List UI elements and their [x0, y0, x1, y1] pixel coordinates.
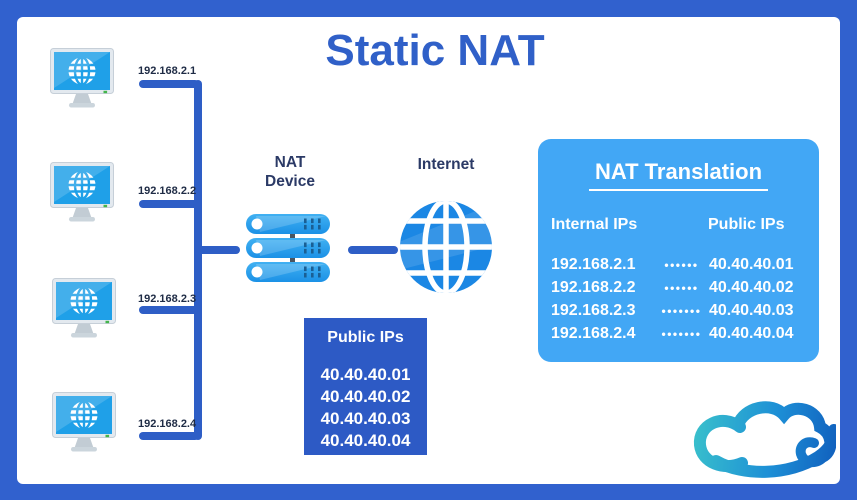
nat-translation-panel: NAT Translation Internal IPs Public IPs …: [538, 139, 819, 362]
host-computer-icon: [52, 278, 116, 340]
mapping-dots: •••••••: [661, 326, 702, 341]
public-ip-item: 40.40.40.02: [320, 387, 411, 406]
internal-ip: 192.168.2.2: [551, 278, 636, 296]
public-ips-list: 40.40.40.01 40.40.40.02 40.40.40.03 40.4…: [304, 364, 427, 452]
nat-device-label-line2: Device: [265, 173, 315, 190]
column-header-internal-ips: Internal IPs: [551, 216, 638, 233]
translation-row: 192.168.2.1 •••••• 40.40.40.01: [551, 253, 811, 276]
branch-line-4: [139, 432, 199, 440]
translation-row: 192.168.2.2 •••••• 40.40.40.02: [551, 276, 811, 299]
branch-line-2: [139, 200, 199, 208]
internal-ip: 192.168.2.1: [551, 255, 636, 273]
branch-line-1: [139, 80, 199, 88]
public-ip: 40.40.40.04: [709, 324, 794, 342]
public-ip: 40.40.40.01: [709, 255, 794, 273]
public-ip: 40.40.40.03: [709, 301, 794, 319]
host-ip-label: 192.168.2.1: [138, 65, 197, 77]
mapping-dots: ••••••: [664, 280, 699, 295]
nat-device-label-line1: NAT: [274, 154, 306, 171]
column-header-public-ips: Public IPs: [708, 216, 785, 233]
host-ip-label: 192.168.2.2: [138, 185, 197, 197]
internet-globe-icon: [399, 200, 493, 294]
nat-device-server-icon: [246, 214, 330, 282]
nat-translation-title: NAT Translation: [538, 159, 819, 191]
public-ips-panel: Public IPs 40.40.40.01 40.40.40.02 40.40…: [304, 318, 427, 455]
host-ip-label: 192.168.2.4: [138, 418, 197, 430]
nat-to-internet-line: [348, 246, 398, 254]
public-ip-item: 40.40.40.01: [320, 365, 411, 384]
host-computer-icon: [52, 392, 116, 454]
mapping-dots: •••••••: [661, 303, 702, 318]
public-ip-item: 40.40.40.03: [320, 409, 411, 428]
page-title: Static NAT: [325, 26, 545, 75]
branch-line-3: [139, 306, 199, 314]
mapping-dots: ••••••: [664, 257, 699, 272]
cloud-logo: [686, 393, 836, 481]
translation-row: 192.168.2.4 ••••••• 40.40.40.04: [551, 322, 811, 345]
host-computer-icon: [50, 162, 114, 224]
internal-ip: 192.168.2.3: [551, 301, 636, 319]
public-ip-item: 40.40.40.04: [320, 431, 411, 450]
trunk-line: [194, 80, 202, 440]
internal-ip: 192.168.2.4: [551, 324, 636, 342]
host-computer-icon: [50, 48, 114, 110]
nat-translation-rows: 192.168.2.1 •••••• 40.40.40.01 192.168.2…: [551, 253, 811, 345]
public-ip: 40.40.40.02: [709, 278, 794, 296]
host-ip-label: 192.168.2.3: [138, 293, 197, 305]
trunk-to-nat-line: [198, 246, 240, 254]
internet-label: Internet: [417, 156, 475, 173]
translation-row: 192.168.2.3 ••••••• 40.40.40.03: [551, 299, 811, 322]
nat-device-label: NAT Device: [250, 153, 330, 191]
public-ips-title: Public IPs: [327, 329, 404, 346]
